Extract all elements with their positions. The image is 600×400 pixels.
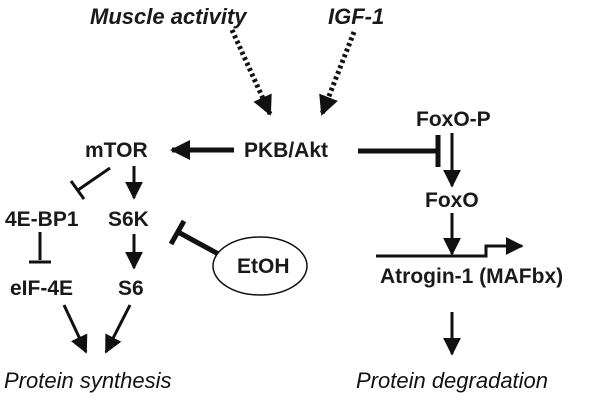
protein-synthesis-label: Protein synthesis [4, 368, 172, 393]
atrogin-gene-promoter [376, 237, 524, 258]
atrogin-node: Atrogin-1 (MAFbx) [380, 265, 563, 288]
etoh-node: EtOH [237, 255, 290, 278]
foxo-node: FoxO [425, 189, 479, 212]
foxo-p-node: FoxO-P [416, 108, 491, 131]
etoh-inhibits-s6k-line [176, 229, 224, 259]
pkb-akt-node: PKB/Akt [244, 139, 328, 162]
s6k-node: S6K [108, 208, 149, 231]
protein-degradation-label: Protein degradation [356, 368, 548, 393]
eif4e-node: eIF-4E [10, 277, 73, 300]
4ebp1-node: 4E-BP1 [5, 208, 79, 231]
igf1-to-pkb-arrow [319, 31, 357, 116]
muscle-activity-label: Muscle activity [90, 4, 248, 29]
s6-node: S6 [118, 277, 144, 300]
mtor-inhibits-4ebp1-line [77, 166, 111, 192]
eif4e-to-synthesis-arrow [62, 304, 88, 354]
etoh-inhibits-s6k-bar [168, 219, 187, 246]
mtor-inhibits-4ebp1-bar [69, 180, 86, 200]
mtor-node: mTOR [85, 139, 148, 162]
etoh-ellipse [212, 236, 308, 296]
muscle-to-pkb-arrow [229, 28, 273, 116]
igf1-label: IGF-1 [328, 4, 384, 29]
s6-to-synthesis-arrow [104, 304, 132, 354]
